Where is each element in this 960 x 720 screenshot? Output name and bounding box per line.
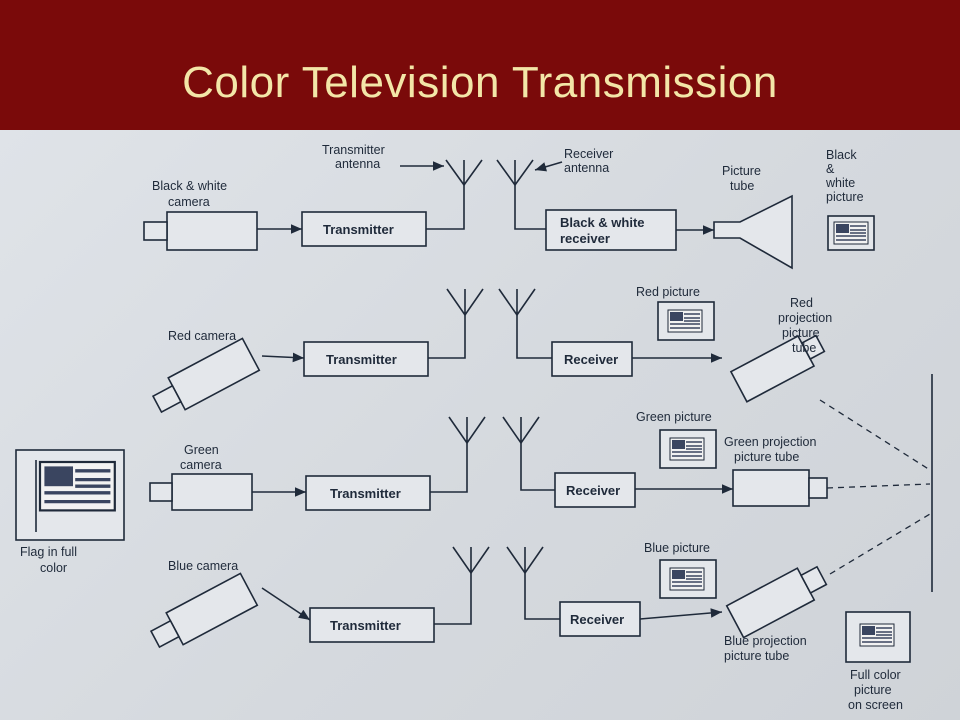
blue-picture-flag xyxy=(659,559,717,599)
full-color-picture-flag xyxy=(845,611,911,663)
red-transmitter-label: Transmitter xyxy=(326,352,397,367)
picture-tube xyxy=(713,194,793,270)
blue-receiver-label: Receiver xyxy=(570,612,624,627)
title-bar xyxy=(0,0,960,130)
red-camera-label: Red camera xyxy=(168,329,236,343)
flag-full-color-panel xyxy=(15,449,125,541)
red-proj-tube-label: Red projection picture tube xyxy=(778,296,836,355)
blue-transmitter-label: Transmitter xyxy=(330,618,401,633)
red-transmitter-box xyxy=(303,341,429,377)
slide-title: Color Television Transmission xyxy=(182,58,778,107)
green-picture-flag xyxy=(659,429,717,469)
bw-receiver-label: Black & white receiver xyxy=(560,215,648,246)
red-transmitter-antenna xyxy=(446,288,484,317)
flag-full-color-label: Flag in full color xyxy=(20,545,80,575)
blue-camera-label: Blue camera xyxy=(168,559,238,573)
transmission-diagram: Black & white camera Transmitter Transmi… xyxy=(15,143,933,712)
blue-receiver-box xyxy=(559,601,641,637)
green-camera xyxy=(149,473,253,511)
blue-proj-tube-label: Blue projection picture tube xyxy=(724,634,810,663)
green-projection-tube xyxy=(732,469,828,507)
blue-projection-tube xyxy=(725,565,828,639)
red-picture-flag xyxy=(657,301,715,341)
bw-camera-label: Black & white camera xyxy=(152,179,231,209)
red-receiver-box xyxy=(551,341,633,377)
bw-picture-label: Black & white picture xyxy=(825,148,864,204)
bw-transmitter-label: Transmitter xyxy=(323,222,394,237)
green-camera-label: Green camera xyxy=(180,443,222,472)
green-receiver-label: Receiver xyxy=(566,483,620,498)
transmitter-antenna-label: Transmitter antenna xyxy=(322,143,388,171)
green-picture-label: Green picture xyxy=(636,410,712,424)
red-picture-label: Red picture xyxy=(636,285,700,299)
full-color-screen-label: Full color picture on screen xyxy=(848,668,904,712)
blue-picture-label: Blue picture xyxy=(644,541,710,555)
receiver-antenna-label: Receiver antenna xyxy=(564,147,617,175)
blue-receiver-antenna xyxy=(506,546,544,575)
green-receiver-box xyxy=(554,472,636,508)
bw-receiver-antenna xyxy=(496,159,534,187)
blue-transmitter-box xyxy=(309,607,435,643)
green-receiver-antenna xyxy=(502,416,540,445)
bw-camera xyxy=(143,211,258,251)
red-receiver-antenna xyxy=(498,288,536,317)
bw-transmitter-box xyxy=(301,211,427,247)
blue-camera xyxy=(149,572,259,649)
picture-tube-label: Picture tube xyxy=(722,164,764,193)
red-projection-tube xyxy=(729,334,826,403)
green-transmitter-antenna xyxy=(448,416,486,445)
green-transmitter-box xyxy=(305,475,431,511)
bw-transmitter-antenna xyxy=(445,159,483,187)
green-transmitter-label: Transmitter xyxy=(330,486,401,501)
red-receiver-label: Receiver xyxy=(564,352,618,367)
bw-receiver-box xyxy=(545,209,677,251)
diagram-page: Black & white camera Transmitter Transmi… xyxy=(0,130,960,720)
blue-transmitter-antenna xyxy=(452,546,490,575)
bw-picture-flag xyxy=(827,215,875,251)
green-proj-tube-label: Green projection picture tube xyxy=(724,435,820,464)
red-camera xyxy=(151,337,261,414)
